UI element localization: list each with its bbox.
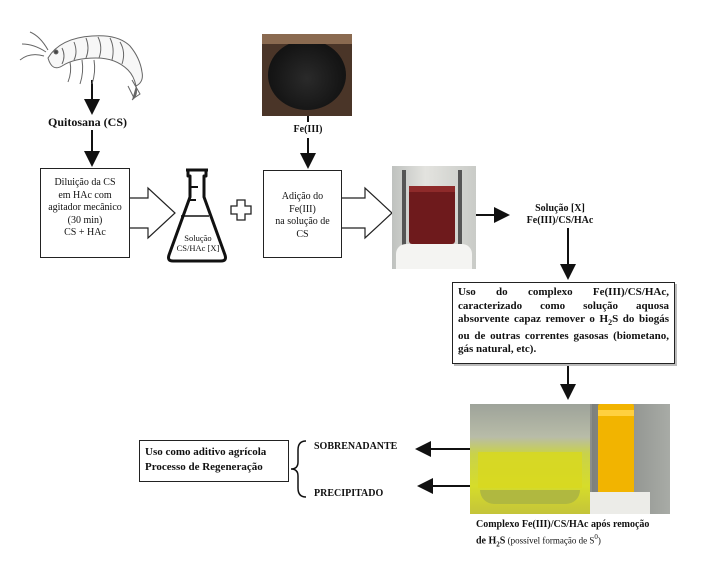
erlenmeyer-flask-icon bbox=[167, 168, 227, 263]
block-arrow-dilution bbox=[130, 186, 176, 240]
caption-line-1: Complexo Fe(III)/CS/HAc após remoção bbox=[476, 519, 650, 530]
dilution-line-4: (30 min) bbox=[67, 214, 103, 226]
caption-s: S bbox=[499, 535, 506, 547]
flask-label-line-1: Solução bbox=[184, 233, 212, 243]
addition-line-3: na solução de bbox=[275, 216, 330, 227]
shrimp-icon bbox=[19, 31, 143, 101]
dilution-box: Diluição da CS em HAc com agitador mecân… bbox=[40, 168, 130, 258]
caption-end: ) bbox=[597, 535, 601, 546]
use-text-pre: Uso do complexo Fe(III)/CS/HAc, caracter… bbox=[458, 286, 669, 325]
after-h2s-removal-photo bbox=[470, 404, 670, 514]
solution-label: Solução [X] Fe(III)/CS/HAc bbox=[510, 203, 610, 227]
addition-line-1: Adição do bbox=[281, 191, 324, 202]
bracket bbox=[290, 440, 307, 498]
addition-line-4: CS bbox=[296, 228, 309, 240]
agricultural-use-box: Uso como aditivo agrícola Processo de Re… bbox=[139, 440, 289, 482]
dilution-line-3: agitador mecânico bbox=[48, 202, 122, 213]
caption-sup-0: 0 bbox=[594, 533, 598, 541]
caption-de-h: de H bbox=[476, 535, 497, 547]
photo-caption: Complexo Fe(III)/CS/HAc após remoção de … bbox=[476, 519, 706, 550]
dilution-line-5: CS + HAc bbox=[64, 227, 106, 238]
solution-label-line-2: Fe(III)/CS/HAc bbox=[526, 215, 594, 226]
use-text-post: S do biogás ou de outras correntes gasos… bbox=[458, 313, 669, 356]
caption-rest: (possível formação de S bbox=[505, 535, 595, 546]
caption-sub-2: 2 bbox=[496, 540, 500, 549]
caption-line-2: de H2S (possível formação de S0) bbox=[476, 531, 706, 550]
agri-line-1: Uso como aditivo agrícola bbox=[145, 446, 267, 458]
plus-icon bbox=[230, 199, 252, 221]
supernatant-label: SOBRENADANTE bbox=[314, 441, 398, 452]
solution-label-line-1: Solução [X] bbox=[535, 203, 585, 214]
use-text-sub: 2 bbox=[608, 318, 613, 328]
block-arrow-addition bbox=[342, 186, 393, 240]
dilution-line-2: em HAc com bbox=[58, 189, 112, 201]
dilution-line-1: Diluição da CS bbox=[54, 177, 116, 188]
chitosan-label: Quitosana (CS) bbox=[48, 115, 128, 129]
agri-line-2: Processo de Regeneração bbox=[145, 461, 263, 473]
red-solution-beaker-photo bbox=[392, 166, 476, 269]
addition-line-2: Fe(III) bbox=[289, 203, 316, 215]
addition-box: Adição do Fe(III) na solução de CS bbox=[263, 170, 342, 258]
use-box: Uso do complexo Fe(III)/CS/HAc, caracter… bbox=[452, 282, 675, 364]
iron-powder-photo bbox=[262, 34, 352, 116]
iron-label: Fe(III) bbox=[293, 124, 323, 135]
flask-label-line-2: CS/HAc [X] bbox=[176, 243, 220, 253]
flask-label: Solução CS/HAc [X] bbox=[168, 233, 228, 253]
precipitate-label: PRECIPITADO bbox=[314, 488, 384, 499]
